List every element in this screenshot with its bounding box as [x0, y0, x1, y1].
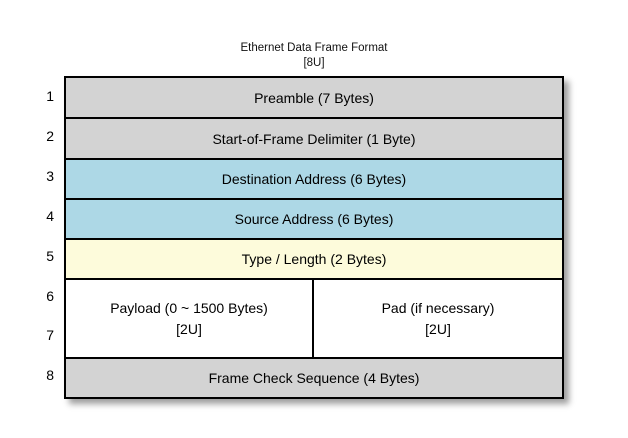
row-number-3: 3: [46, 168, 54, 184]
row-label: Frame Check Sequence (4 Bytes): [208, 370, 420, 386]
row-number-column: 1 2 3 4 5 6 7 8: [28, 76, 56, 395]
payload-cell: Payload (0 ~ 1500 Bytes) [2U]: [66, 280, 314, 357]
diagram-subtitle: [8U]: [303, 57, 325, 69]
row-source-address: Source Address (6 Bytes): [66, 198, 562, 238]
row-number-8: 8: [46, 367, 54, 383]
diagram-title-block: Ethernet Data Frame Format [8U]: [64, 41, 564, 71]
pad-label: Pad (if necessary): [381, 299, 495, 316]
row-label: Type / Length (2 Bytes): [241, 251, 387, 267]
row-sfd: Start-of-Frame Delimiter (1 Byte): [66, 117, 562, 158]
row-label: Destination Address (6 Bytes): [221, 171, 407, 187]
row-label: Start-of-Frame Delimiter (1 Byte): [212, 130, 416, 147]
row-number-6: 6: [46, 287, 54, 304]
row-number-1: 1: [46, 87, 54, 104]
row-number-7: 7: [46, 327, 54, 344]
row-number-4: 4: [46, 208, 54, 224]
payload-sublabel: [2U]: [176, 320, 202, 337]
row-preamble: Preamble (7 Bytes): [66, 78, 562, 117]
row-type-length: Type / Length (2 Bytes): [66, 238, 562, 278]
row-destination-address: Destination Address (6 Bytes): [66, 158, 562, 198]
diagram-title: Ethernet Data Frame Format: [240, 42, 388, 54]
row-number-2: 2: [46, 127, 54, 144]
row-label: Source Address (6 Bytes): [234, 211, 394, 227]
frame-table: Preamble (7 Bytes) Start-of-Frame Delimi…: [64, 76, 564, 399]
payload-label: Payload (0 ~ 1500 Bytes): [110, 299, 268, 316]
row-fcs: Frame Check Sequence (4 Bytes): [66, 357, 562, 397]
row-label: Preamble (7 Bytes): [254, 89, 374, 106]
pad-cell: Pad (if necessary) [2U]: [314, 280, 562, 357]
row-number-5: 5: [46, 248, 54, 264]
pad-sublabel: [2U]: [425, 320, 451, 337]
row-payload-pad: Payload (0 ~ 1500 Bytes) [2U] Pad (if ne…: [66, 278, 562, 357]
